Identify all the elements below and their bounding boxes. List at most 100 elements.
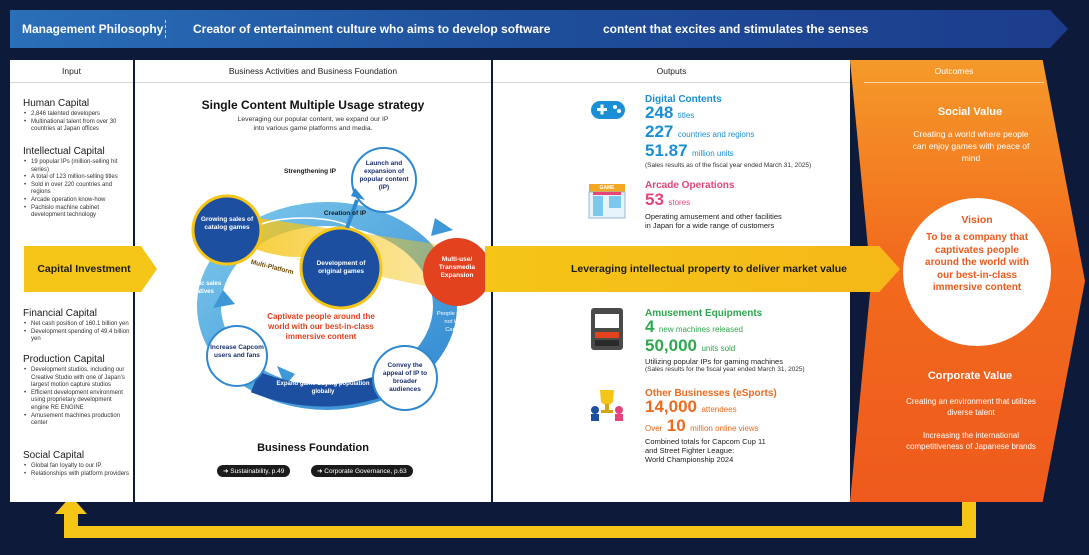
strategy-title: Single Content Multiple Usage strategy [201,98,425,112]
units-unit: million units [692,149,734,158]
leverage-ip-arrow: Leveraging intellectual property to deli… [485,246,900,292]
digital-contents-title: Digital Contents [645,94,722,105]
arcade-operations-section: Arcade Operations 53 stores Operating am… [645,180,845,230]
people-not-know-label: People who do not know Capcom [436,311,476,333]
ring-arrow-head [431,218,453,236]
capcom-ip-label: Capcom IP [436,212,470,219]
creation-arrow-head [351,188,365,200]
return-arrow-bottom [64,526,976,538]
list-item: 19 popular IPs (million-selling hit seri… [24,159,131,174]
expand-buying-label: Expand game-buying population globally [276,381,370,395]
views-prefix: Over [645,424,663,433]
business-column-header: Business Activities and Business Foundat… [135,60,491,83]
list-item: A total of 123 million-selling titles [24,174,131,182]
esports-desc-line3: World Championship 2024 [645,455,734,464]
launch-expansion-label: Launch and expansion of popular content … [359,160,409,191]
production-capital-list: Development studios, including our Creat… [23,367,131,428]
sustainability-link[interactable]: ➜ Sustainability, p.49 [217,460,291,478]
intellectual-capital-title: Intellectual Capital [23,146,105,157]
sustainability-pill[interactable]: ➜ Sustainability, p.49 [217,465,291,477]
social-value-desc: Creating a world where people can enjoy … [912,129,1030,163]
management-philosophy-label: Management Philosophy [22,22,164,36]
capital-investment-arrow: Capital Investment [24,246,157,292]
outputs-column-header: Outputs [493,60,850,83]
sold-unit: units sold [701,344,736,353]
countries-count: 227 [645,122,674,141]
machines-count: 4 [645,317,655,336]
arcade-title: Arcade Operations [645,180,735,191]
philosophy-text-part2: content that excites and stimulates the … [603,22,869,36]
ring-arrow-head [277,366,295,386]
stores-unit: stores [668,198,691,207]
stores-count: 53 [645,190,664,209]
arcade-desc-line2: in Japan for a wide range of customers [645,221,775,230]
units-count: 51.87 [645,141,688,160]
intellectual-capital-list: 19 popular IPs (million-selling hit seri… [23,159,131,220]
multi-use-label: Multi-use/ Transmedia Expansion [438,256,476,279]
creation-of-ip-label: Creation of IP [323,210,367,217]
management-philosophy-banner: Management Philosophy Creator of enterta… [10,10,1050,48]
social-value-title: Social Value [937,106,1003,118]
development-original-circle [299,226,383,310]
outcomes-column-header: Outcomes [864,60,1044,83]
strengthening-ip-label: Strengthening IP [284,168,336,175]
corporate-value-desc-2: Increasing the international competitive… [906,431,1036,451]
esports-desc-line2: and Street Fighter League: [645,446,735,455]
production-capital-title: Production Capital [23,354,105,365]
increase-users-label: Increase Capcom users and fans [210,344,264,359]
governance-pill[interactable]: ➜ Corporate Governance, p.63 [311,465,413,477]
list-item: Efficient development environment using … [24,390,131,413]
captivate-text: Captivate people around the world with o… [267,312,375,341]
growing-catalog-circle [191,194,263,266]
launch-expansion-circle [351,147,417,213]
business-foundation-title: Business Foundation [257,442,369,454]
growing-catalog-label: Growing sales of catalog games [200,216,254,231]
amusement-note: (Sales results for the fiscal year ended… [645,366,805,373]
slot-machine-icon [589,306,625,357]
social-capital-title: Social Capital [23,450,85,461]
esports-trophy-icon [589,386,625,427]
governance-link[interactable]: ➜ Corporate Governance, p.63 [311,460,413,478]
multi-use-circle [423,238,491,306]
list-item: Global fan loyalty to our IP [24,463,131,471]
sold-count: 50,000 [645,336,697,355]
views-count: 10 [666,416,686,435]
game-sign-text: GAME [599,185,615,191]
intellectual-capital-section: Intellectual Capital 19 popular IPs (mil… [23,146,131,220]
other-businesses-section: Other Businesses (eSports) 14,000 attend… [645,388,845,464]
return-arrow-right [962,502,976,538]
list-item: Net cash position of 160.1 billion yen [24,321,131,329]
social-capital-section: Social Capital Global fan loyalty to our… [23,450,131,478]
strategy-desc-line2: into various game platforms and media. [253,125,373,132]
amusement-equipments-section: Amusement Equipments 4 new machines rele… [645,308,845,373]
social-capital-list: Global fan loyalty to our IP Relationshi… [23,463,131,478]
countries-unit: countries and regions [677,130,755,139]
digital-contents-section: Digital Contents 248 titles 227 countrie… [645,94,845,169]
financial-capital-list: Net cash position of 160.1 billion yen D… [23,321,131,344]
attendees-count: 14,000 [645,397,697,416]
corporate-value-title: Corporate Value [927,370,1013,382]
list-item: Development studios, including our Creat… [24,367,131,390]
ring-arrow-head [213,290,235,308]
financial-capital-title: Financial Capital [23,308,97,319]
vision-circle: Vision To be a company that captivates p… [903,198,1051,346]
header-divider [165,20,166,38]
list-item: Sold in over 220 countries and regions [24,182,131,197]
strategy-desc-line1: Leveraging our popular content, we expan… [237,116,389,123]
development-original-label: Development of original games [316,260,366,275]
convey-appeal-circle [372,345,438,411]
amusement-desc: Utilizing popular IPs for gaming machine… [645,357,783,366]
convey-appeal-label: Convey the appeal of IP to broader audie… [382,362,428,393]
philosophy-text-part1: Creator of entertainment culture who aim… [193,22,551,36]
machines-unit: new machines released [658,325,743,334]
attendees-unit: attendees [701,405,737,414]
arcade-store-icon: GAME [585,180,629,225]
header-arrow-tip [1050,10,1068,48]
amusement-title: Amusement Equipments [645,308,763,319]
corporate-value-desc-1: Creating an environment that utilizes di… [906,397,1036,417]
titles-unit: titles [677,111,695,120]
arcade-desc-line1: Operating amusement and other facilities [645,212,782,221]
list-item: Development spending of 49.4 billion yen [24,329,131,344]
input-column-header: Input [10,60,133,83]
list-item: Amusement machines production center [24,413,131,428]
